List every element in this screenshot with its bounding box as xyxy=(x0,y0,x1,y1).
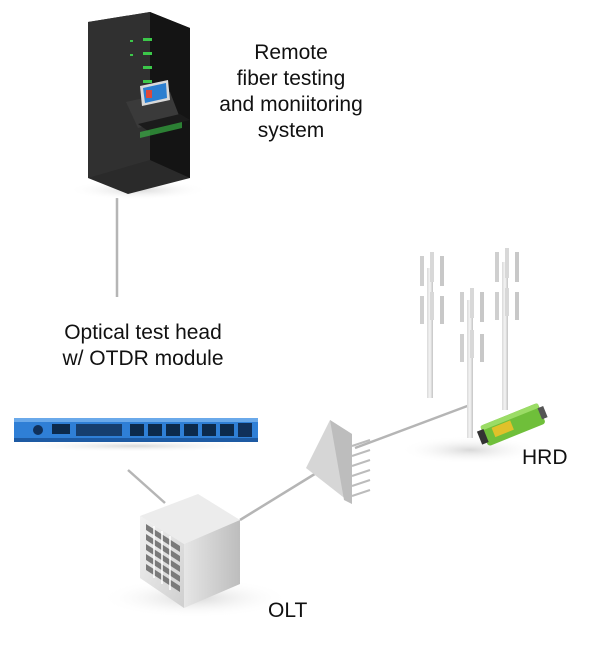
remote-label-line3: and moniitoring xyxy=(219,93,363,116)
olt-label: OLT xyxy=(268,599,308,622)
test-head-label: Optical test head w/ OTDR module xyxy=(8,320,278,372)
otdr-unit-icon xyxy=(7,418,263,452)
hrd-device-icon xyxy=(476,403,548,446)
link-olt-splitter xyxy=(239,470,319,522)
fiber-links xyxy=(115,198,471,522)
server-rack-icon xyxy=(68,12,208,200)
testhead-label-line1: Optical test head xyxy=(64,321,222,344)
remote-label-line1: Remote xyxy=(254,41,328,64)
testhead-label-line2: w/ OTDR module xyxy=(62,347,224,370)
remote-system-label: Remote fiber testing and moniitoring sys… xyxy=(196,40,386,144)
splitter-icon xyxy=(306,420,371,504)
link-splitter-towers xyxy=(354,403,471,450)
olt-cube-icon xyxy=(100,494,290,618)
cell-tower-icon xyxy=(400,248,540,464)
link-testhead-olt xyxy=(127,469,166,504)
remote-label-line2: fiber testing xyxy=(236,67,346,90)
remote-label-line4: system xyxy=(257,119,325,142)
hrd-label: HRD xyxy=(522,446,568,469)
